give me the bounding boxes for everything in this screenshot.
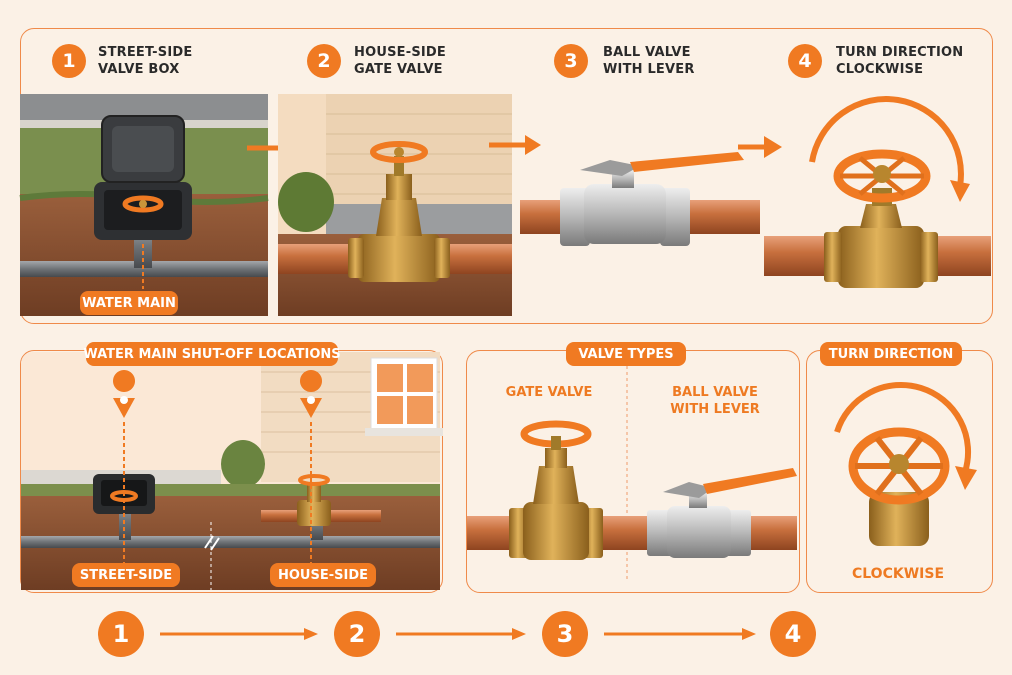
- turn-direction-title: TURN DIRECTION: [820, 342, 962, 366]
- locations-illustration: [21, 352, 443, 590]
- street-valve-box-illustration: [19, 94, 269, 316]
- step-4-title: TURN DIRECTION CLOCKWISE: [836, 45, 964, 77]
- locations-title: WATER MAIN SHUT-OFF LOCATIONS: [83, 342, 341, 366]
- street-side-label: STREET-SIDE: [72, 563, 180, 587]
- valve-types-illustration: [467, 366, 797, 582]
- ball-valve-illustration: [520, 152, 760, 246]
- step-3-title: BALL VALVE WITH LEVER: [603, 45, 695, 77]
- step-3-badge: 3: [554, 44, 588, 78]
- valve-types-title: VALVE TYPES: [566, 342, 686, 366]
- clockwise-label: CLOCKWISE: [851, 566, 945, 582]
- arrow-step-2-to-3: [489, 135, 541, 155]
- turn-direction-illustration: [834, 382, 977, 546]
- clockwise-valve-illustration: [764, 96, 991, 288]
- sequence-step-4: 4: [770, 611, 816, 657]
- ball-valve-label: BALL VALVE WITH LEVER: [670, 385, 760, 417]
- sequence-step-3: 3: [542, 611, 588, 657]
- sequence-step-2: 2: [334, 611, 380, 657]
- arrow-step-3-to-4: [738, 136, 782, 158]
- sequence-step-1: 1: [98, 611, 144, 657]
- house-side-label: HOUSE-SIDE: [270, 563, 376, 587]
- house-gate-valve-illustration: [278, 94, 512, 316]
- sequence-arrow-1: [160, 628, 318, 640]
- gate-valve-label: GATE VALVE: [505, 385, 593, 400]
- step-2-badge: 2: [307, 44, 341, 78]
- sequence-arrow-3: [604, 628, 756, 640]
- water-main-label: WATER MAIN: [80, 291, 178, 315]
- step-2-title: HOUSE-SIDE GATE VALVE: [354, 45, 446, 77]
- sequence-arrow-2: [396, 628, 526, 640]
- step-1-badge: 1: [52, 44, 86, 78]
- step-1-title: STREET-SIDE VALVE BOX: [98, 45, 193, 77]
- step-4-badge: 4: [788, 44, 822, 78]
